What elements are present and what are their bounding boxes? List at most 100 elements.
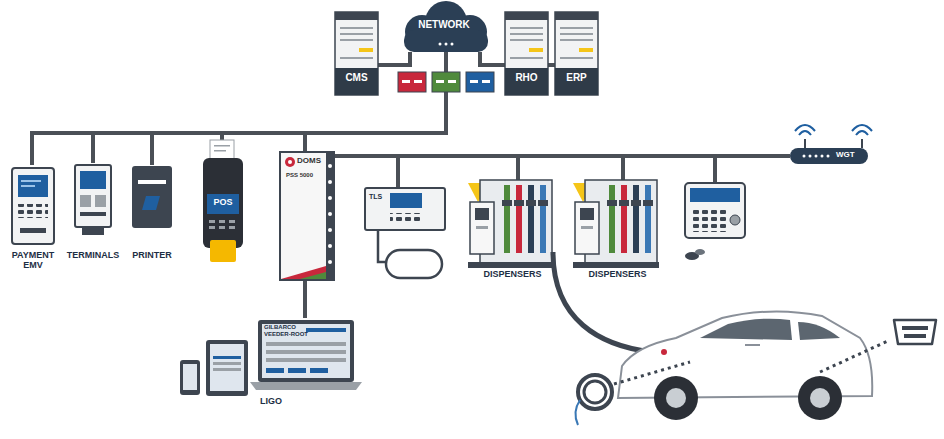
ligo-devices bbox=[306, 328, 346, 332]
network-cloud-box: NETWORK bbox=[398, 2, 490, 52]
kiosk-terminal bbox=[75, 165, 111, 235]
node-label: DISPENSERS bbox=[570, 270, 665, 280]
keypad-reader bbox=[685, 156, 745, 260]
diagnostic-links bbox=[578, 375, 612, 409]
tank-gauge bbox=[378, 230, 386, 262]
pos-terminal bbox=[219, 226, 225, 229]
pos-terminal bbox=[209, 226, 215, 229]
ligo-devices bbox=[250, 382, 362, 390]
network-cloud bbox=[404, 30, 488, 52]
site-controller bbox=[280, 152, 334, 280]
laptop-box: GILBARCO VEEDER-ROOT LIGO bbox=[250, 318, 362, 410]
site-controller bbox=[328, 180, 332, 184]
printer-icon bbox=[138, 180, 166, 184]
server-icon bbox=[505, 12, 548, 95]
pos-terminal bbox=[219, 220, 225, 223]
ligo-devices bbox=[266, 342, 346, 346]
wireless-gateway bbox=[827, 155, 830, 158]
diagnostic-links bbox=[584, 381, 606, 403]
keypad-reader bbox=[690, 188, 740, 202]
payment-terminal bbox=[18, 204, 48, 218]
electric-car bbox=[661, 349, 667, 355]
gateway-box: WGT bbox=[790, 148, 868, 164]
device-box: PRINTER bbox=[124, 165, 180, 265]
payment-terminal bbox=[20, 228, 46, 233]
pos-terminal bbox=[210, 240, 236, 262]
network-switch bbox=[398, 72, 426, 92]
tls-box: TLS bbox=[365, 188, 445, 230]
electric-car bbox=[810, 388, 830, 408]
keypad-reader bbox=[691, 208, 727, 232]
node-label: PRINTER bbox=[124, 251, 180, 261]
site-controller bbox=[328, 212, 332, 216]
ligo-devices bbox=[180, 320, 362, 396]
electric-car bbox=[654, 376, 698, 420]
kiosk-terminal bbox=[80, 195, 91, 207]
wireless-gateway bbox=[815, 155, 818, 158]
network-switch bbox=[436, 80, 444, 83]
node-label: RHO bbox=[505, 72, 548, 83]
ligo-devices bbox=[206, 340, 248, 396]
ligo-devices bbox=[213, 362, 241, 365]
node-label: ERP bbox=[555, 72, 598, 83]
keypad-reader bbox=[730, 215, 740, 225]
node-label: PAYMENT EMV bbox=[6, 251, 60, 271]
network-switch bbox=[432, 72, 460, 92]
kiosk-terminal bbox=[80, 212, 106, 216]
kiosk-terminal bbox=[80, 171, 106, 189]
pos-terminal bbox=[214, 150, 226, 152]
wireless-gateway bbox=[803, 155, 830, 158]
wireless-gateway bbox=[803, 155, 806, 158]
site-controller bbox=[328, 228, 332, 232]
network-switch bbox=[470, 80, 478, 83]
ligo-devices bbox=[213, 368, 241, 371]
server-icon bbox=[555, 12, 598, 95]
site-controller bbox=[328, 164, 332, 168]
diagnostic-links bbox=[575, 400, 580, 425]
ligo-devices bbox=[266, 350, 346, 354]
payment-terminal bbox=[21, 185, 35, 187]
electric-car bbox=[666, 388, 686, 408]
ligo-devices bbox=[310, 368, 328, 373]
ligo-devices bbox=[266, 358, 346, 362]
dispenser-box: DISPENSERS bbox=[465, 180, 560, 285]
keypad-reader bbox=[685, 183, 745, 238]
node-label: WGT bbox=[836, 151, 866, 160]
server-box: CMS bbox=[335, 12, 378, 95]
bus-connector bbox=[378, 52, 410, 65]
ligo-devices bbox=[213, 356, 241, 359]
ligo-devices bbox=[180, 360, 200, 395]
site-controller bbox=[328, 196, 332, 200]
fuel-dispenser bbox=[468, 180, 554, 268]
electric-car bbox=[745, 344, 760, 346]
kiosk-terminal bbox=[82, 227, 104, 235]
wireless-gateway bbox=[852, 125, 872, 135]
keypad-reader bbox=[713, 156, 717, 183]
network-cloud bbox=[445, 43, 448, 46]
printer-icon bbox=[132, 166, 172, 228]
electric-car bbox=[798, 376, 842, 420]
site-controller bbox=[300, 272, 326, 279]
diagnostic-links bbox=[575, 320, 936, 425]
network-switch bbox=[448, 80, 456, 83]
node-label: LIGO bbox=[260, 397, 360, 407]
diagnostic-links bbox=[820, 340, 890, 372]
pos-terminal bbox=[229, 226, 235, 229]
charging-cable bbox=[553, 252, 652, 352]
payment-terminal bbox=[18, 175, 48, 197]
fuel-dispenser bbox=[573, 180, 659, 268]
node-label: TERMINALS bbox=[63, 251, 123, 261]
tank-gauge bbox=[365, 188, 445, 278]
diagnostic-links bbox=[902, 326, 928, 330]
server-icon bbox=[335, 12, 378, 95]
tank-gauge bbox=[390, 213, 422, 223]
dispenser-box: DISPENSERS bbox=[570, 180, 665, 285]
payment-terminal bbox=[12, 168, 54, 244]
network-switch bbox=[398, 72, 494, 92]
tank-gauge bbox=[390, 193, 422, 208]
node-label: GILBARCO VEEDER-ROOT bbox=[264, 324, 308, 337]
payment-terminal bbox=[12, 168, 54, 244]
printer-icon bbox=[142, 196, 160, 210]
